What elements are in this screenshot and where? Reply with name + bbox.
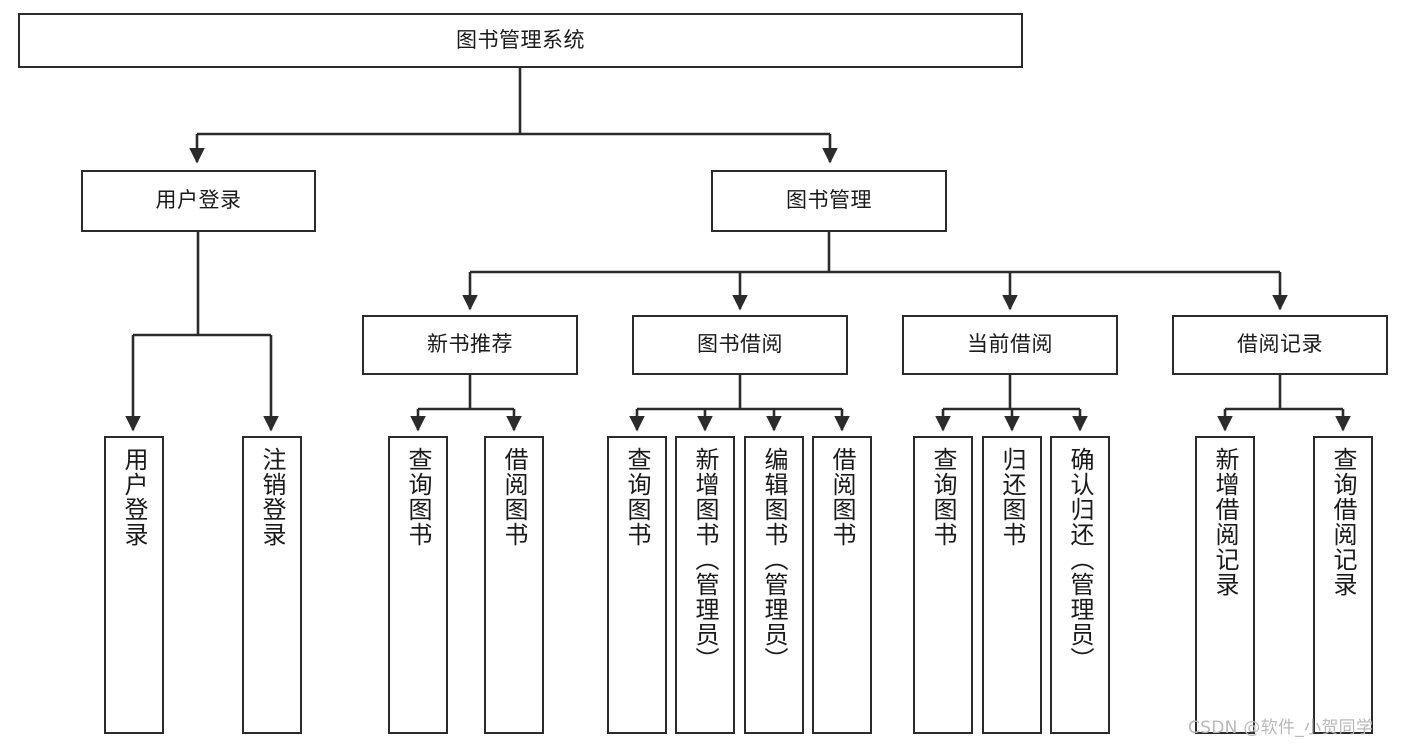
node-label: 图书管理 <box>786 188 872 213</box>
node-book-borrow[interactable]: 图书借阅 <box>632 315 848 375</box>
node-label: 当前借阅 <box>967 332 1053 357</box>
node-label: 用户登录 <box>120 447 148 547</box>
leaf-record-query[interactable]: 查询借阅记录 <box>1313 436 1373 734</box>
leaf-user-login[interactable]: 用户登录 <box>104 436 164 734</box>
leaf-current-query-book[interactable]: 查询图书 <box>913 436 973 734</box>
leaf-borrow-add-book[interactable]: 新增图书（管理员） <box>675 436 735 734</box>
node-label: 图书管理系统 <box>456 27 585 52</box>
node-label: 查询图书 <box>929 447 957 547</box>
leaf-borrow-edit-book[interactable]: 编辑图书（管理员） <box>744 436 804 734</box>
node-label: 借阅图书 <box>828 447 856 547</box>
leaf-borrow-borrow-book[interactable]: 借阅图书 <box>812 436 872 734</box>
leaf-recommend-borrow-book[interactable]: 借阅图书 <box>484 436 544 734</box>
node-current-borrow[interactable]: 当前借阅 <box>902 315 1118 375</box>
node-label: 借阅记录 <box>1237 332 1323 357</box>
leaf-user-logout[interactable]: 注销登录 <box>242 436 302 734</box>
node-new-book-recommend[interactable]: 新书推荐 <box>362 315 578 375</box>
node-label: 注销登录 <box>258 447 286 547</box>
leaf-current-confirm-return[interactable]: 确认归还（管理员） <box>1050 436 1110 734</box>
node-label: 确认归还（管理员） <box>1066 447 1094 672</box>
node-label: 编辑图书（管理员） <box>760 447 788 672</box>
node-label: 归还图书 <box>998 447 1026 547</box>
leaf-record-add[interactable]: 新增借阅记录 <box>1195 436 1255 734</box>
node-label: 查询借阅记录 <box>1329 447 1357 597</box>
node-label: 图书借阅 <box>697 332 783 357</box>
node-root-system[interactable]: 图书管理系统 <box>18 13 1023 68</box>
node-label: 新增借阅记录 <box>1211 447 1239 597</box>
node-label: 新书推荐 <box>427 332 513 357</box>
leaf-current-return-book[interactable]: 归还图书 <box>982 436 1042 734</box>
node-label: 查询图书 <box>404 447 432 547</box>
leaf-recommend-query-book[interactable]: 查询图书 <box>388 436 448 734</box>
node-label: 用户登录 <box>155 188 242 213</box>
node-book-management[interactable]: 图书管理 <box>711 170 947 232</box>
watermark: CSDN @软件_小贺同学 <box>1188 718 1374 738</box>
node-label: 查询图书 <box>623 447 651 547</box>
node-label: 新增图书（管理员） <box>691 447 719 672</box>
node-user-login[interactable]: 用户登录 <box>81 170 316 232</box>
node-borrow-record[interactable]: 借阅记录 <box>1172 315 1388 375</box>
leaf-borrow-query-book[interactable]: 查询图书 <box>607 436 667 734</box>
node-label: 借阅图书 <box>500 447 528 547</box>
